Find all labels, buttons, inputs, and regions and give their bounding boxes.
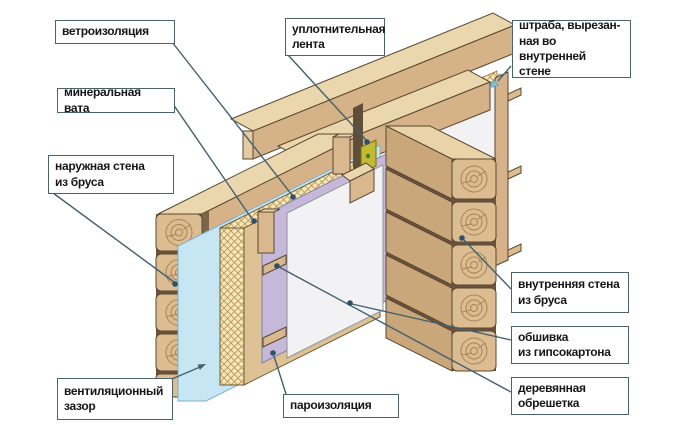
ventilation-gap-arrowhead: [197, 364, 206, 370]
leader-ventilation-gap: [171, 366, 201, 380]
chase-arrow-cyan: [488, 79, 499, 89]
leader-lines: [52, 41, 512, 395]
right-lathing-stud: [494, 71, 522, 267]
label-wooden-lathing: деревянная обрешетка: [511, 377, 629, 415]
leader-drywall: [351, 303, 512, 341]
label-chase-in-inner-wall: штраба, вырезан- ная во внутренней стене: [512, 18, 631, 78]
label-outer-timber-wall: наружная стена из бруса: [48, 155, 174, 194]
label-sealing-tape: уплотнительная лента: [285, 18, 386, 56]
label-mineral-wool: минеральная вата: [57, 85, 175, 115]
label-ventilation-gap: вентиляционный зазор: [57, 378, 173, 420]
label-inner-timber-wall: внутренняя стена из бруса: [511, 272, 629, 313]
leader-dots: [172, 139, 465, 356]
leader-inner-wall: [463, 239, 512, 290]
label-drywall-sheathing: обшивка из гипсокартона: [511, 326, 629, 364]
leader-sealing-tape: [287, 54, 367, 141]
sealing-tape-junction: [341, 103, 377, 204]
leader-vapor-barrier: [273, 355, 287, 395]
label-vapor-barrier: пароизоляция: [283, 394, 399, 418]
leader-wind-insulation: [171, 41, 293, 196]
leader-lathing: [278, 266, 512, 393]
leader-outer-wall: [52, 192, 175, 283]
leader-mineral-wool: [172, 103, 253, 220]
tape-dot: [365, 153, 371, 159]
label-wind-insulation: ветроизоляция: [55, 20, 175, 44]
leader-chase: [497, 65, 512, 82]
